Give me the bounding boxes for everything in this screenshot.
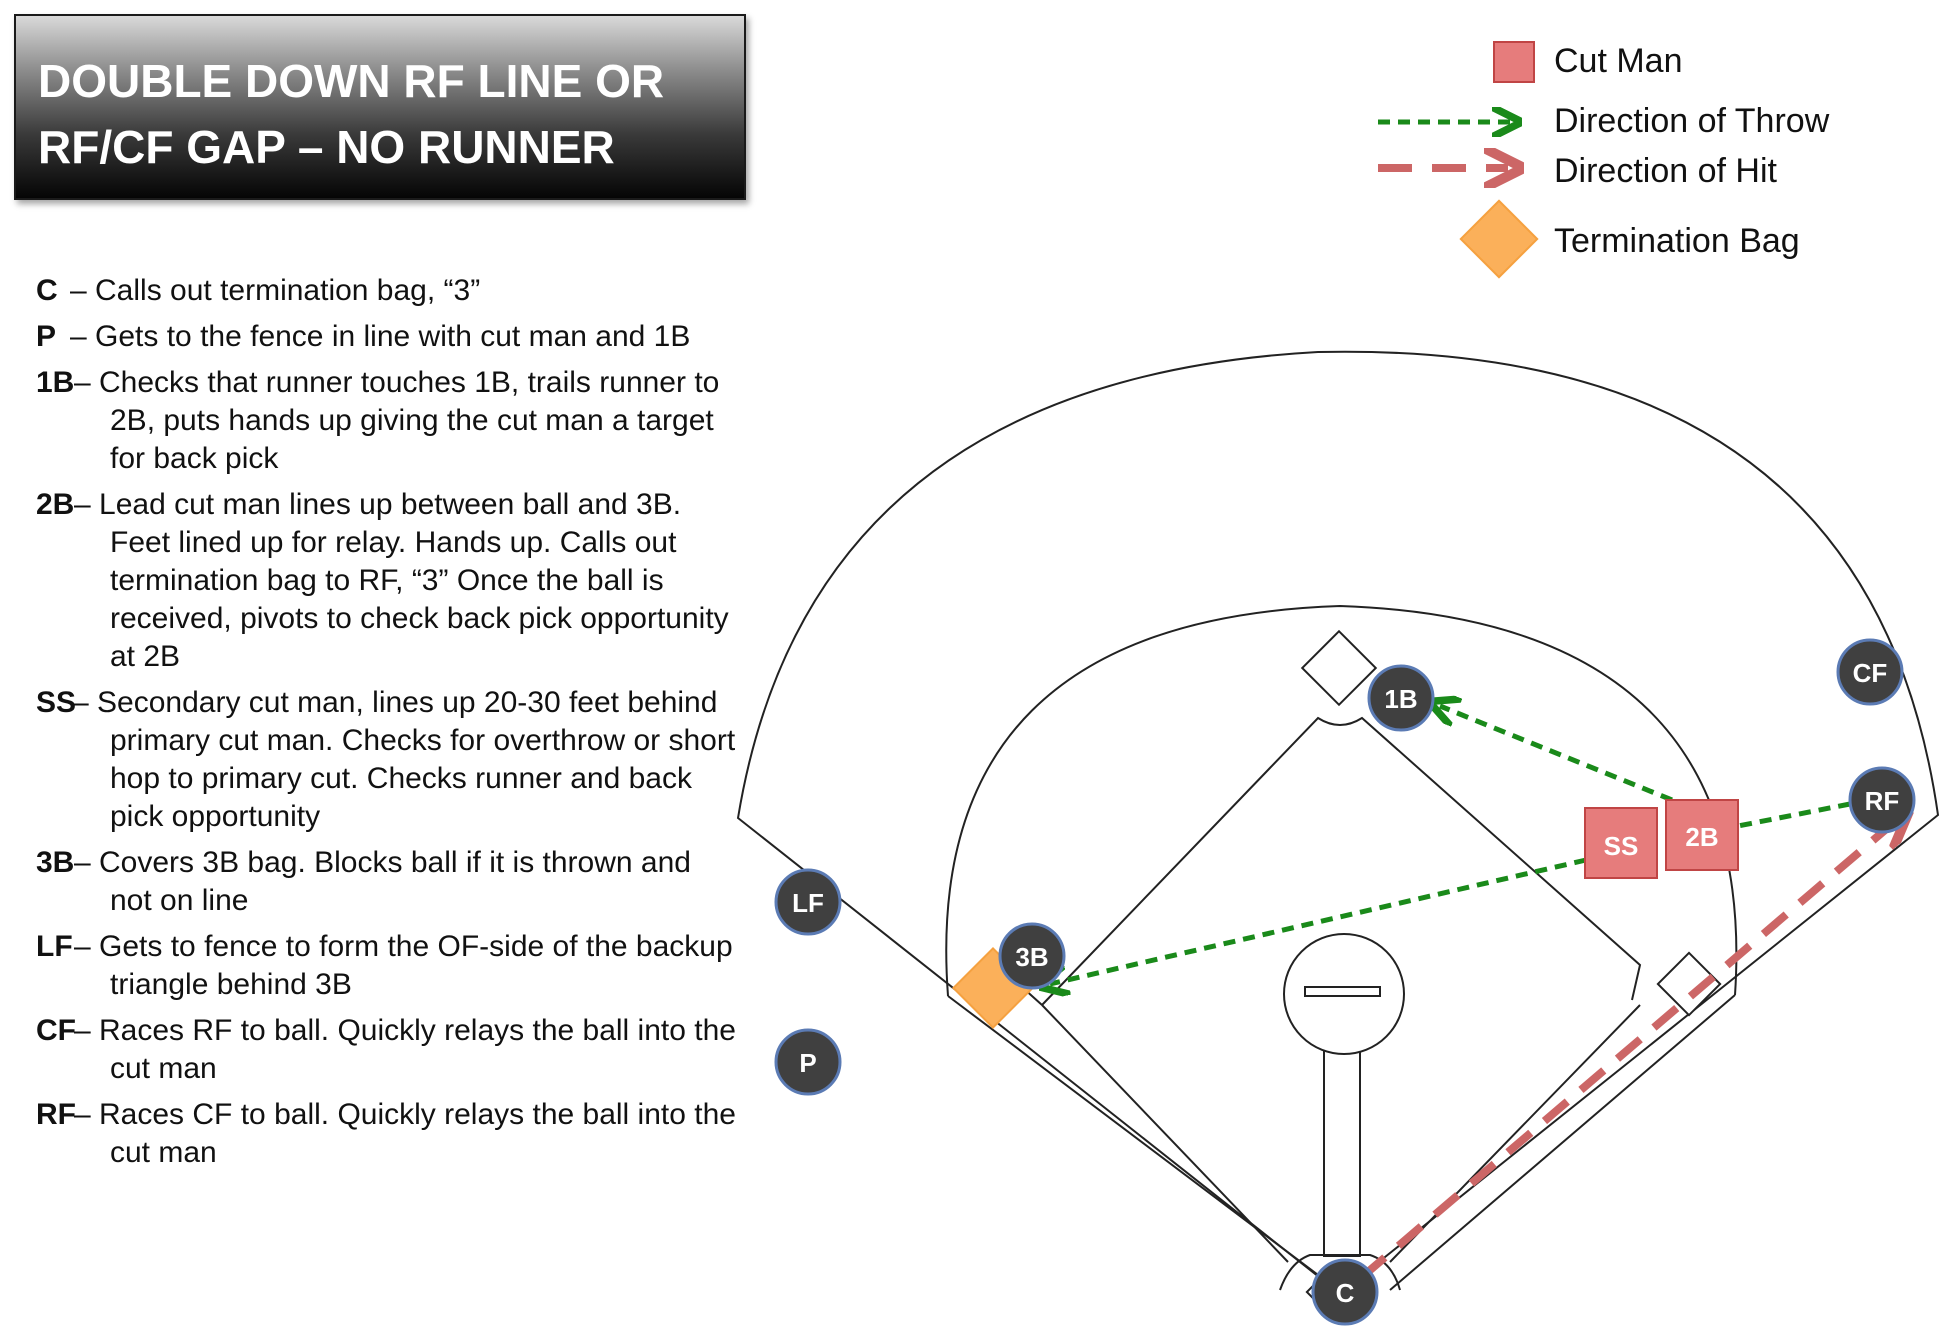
inner-line-left — [1041, 1004, 1289, 1263]
cut-man-ss-label: SS — [1604, 831, 1639, 861]
infield-diamond — [1041, 716, 1642, 1006]
title-banner: DOUBLE DOWN RF LINE OR RF/CF GAP – NO RU… — [14, 14, 746, 200]
instruction-text: – Calls out termination bag, “3” — [70, 274, 481, 307]
title-line-1: DOUBLE DOWN RF LINE OR — [38, 55, 665, 107]
instruction-text: – Races RF to ball. Quickly relays the b… — [74, 1014, 736, 1085]
legend-termination-bag-swatch — [1459, 199, 1539, 279]
instruction-code: 2B — [36, 488, 75, 521]
title-line-2: RF/CF GAP – NO RUNNER — [38, 121, 615, 173]
instruction-code: 1B — [36, 366, 75, 399]
legend-throw-label: Direction of Throw — [1554, 102, 1830, 140]
foul-line-right — [1389, 994, 1736, 1291]
player-cf: CF — [1836, 638, 1904, 706]
instruction-cf: CF – Races RF to ball. Quickly relays th… — [36, 1012, 736, 1088]
instruction-text: – Races CF to ball. Quickly relays the b… — [74, 1098, 736, 1169]
inner-line-right — [1389, 1004, 1641, 1263]
instruction-text: – Covers 3B bag. Blocks ball if it is th… — [74, 846, 691, 917]
instruction-text: – Gets to the fence in line with cut man… — [70, 320, 691, 353]
instruction-code: C — [36, 274, 58, 307]
instructions-list: C – Calls out termination bag, “3” P – G… — [36, 272, 736, 1180]
instruction-text: – Secondary cut man, lines up 20-30 feet… — [72, 686, 736, 833]
instruction-text: – Gets to fence to form the OF-side of t… — [74, 930, 733, 1001]
legend-cut-man-swatch — [1493, 41, 1535, 83]
instruction-text: – Checks that runner touches 1B, trails … — [74, 366, 720, 475]
player-cf-label: CF — [1853, 658, 1888, 688]
throw-arrow-ss-to-3b — [1050, 857, 1587, 984]
player-rf: RF — [1848, 766, 1916, 834]
player-p-label: P — [799, 1048, 816, 1078]
instruction-code: 3B — [36, 846, 75, 879]
player-lf-label: LF — [792, 888, 824, 918]
legend-hit-label: Direction of Hit — [1554, 152, 1778, 190]
player-p: P — [774, 1028, 842, 1096]
pitcher-lane — [1323, 1037, 1361, 1257]
instruction-code: P — [36, 320, 57, 353]
player-1b-label: 1B — [1384, 684, 1417, 714]
player-lf: LF — [774, 868, 842, 936]
instruction-3b: 3B – Covers 3B bag. Blocks ball if it is… — [36, 844, 736, 920]
outfield-fence — [736, 350, 1940, 1294]
foul-line-left — [947, 995, 1339, 1291]
instruction-code: LF — [36, 930, 73, 963]
instruction-code: CF — [36, 1014, 76, 1047]
instruction-text: – Lead cut man lines up between ball and… — [74, 488, 729, 673]
instruction-p: P – Gets to the fence in line with cut m… — [36, 318, 736, 356]
legend-termination-bag-label: Termination Bag — [1554, 222, 1800, 260]
player-1b: 1B — [1367, 664, 1435, 732]
second-base-bag — [1300, 629, 1378, 707]
hit-arrow — [1359, 819, 1898, 1281]
instruction-code: RF — [36, 1098, 76, 1131]
legend: Cut Man Direction of Throw Direction of … — [1378, 41, 1830, 279]
player-c-label: C — [1336, 1278, 1355, 1308]
infield-arc — [945, 604, 1738, 997]
instruction-code: SS — [36, 686, 77, 719]
cut-man-2b: 2B — [1665, 799, 1739, 871]
player-3b: 3B — [998, 922, 1066, 990]
instruction-lf: LF – Gets to fence to form the OF-side o… — [36, 928, 736, 1004]
first-base-bag — [1656, 951, 1722, 1017]
player-3b-label: 3B — [1015, 942, 1048, 972]
throw-arrow-2b-to-1b — [1440, 706, 1673, 803]
throw-arrow-rf-to-2b — [1737, 801, 1851, 829]
player-rf-label: RF — [1865, 786, 1900, 816]
instruction-1b: 1B – Checks that runner touches 1B, trai… — [36, 364, 736, 478]
pitchers-rubber — [1304, 986, 1381, 997]
legend-cut-man-label: Cut Man — [1554, 42, 1683, 80]
player-c: C — [1311, 1258, 1379, 1326]
instruction-c: C – Calls out termination bag, “3” — [36, 272, 736, 310]
cut-man-ss: SS — [1584, 807, 1658, 879]
instruction-2b: 2B – Lead cut man lines up between ball … — [36, 486, 736, 676]
instruction-rf: RF – Races CF to ball. Quickly relays th… — [36, 1096, 736, 1172]
instruction-ss: SS – Secondary cut man, lines up 20-30 f… — [36, 684, 736, 836]
cut-man-2b-label: 2B — [1685, 822, 1718, 852]
